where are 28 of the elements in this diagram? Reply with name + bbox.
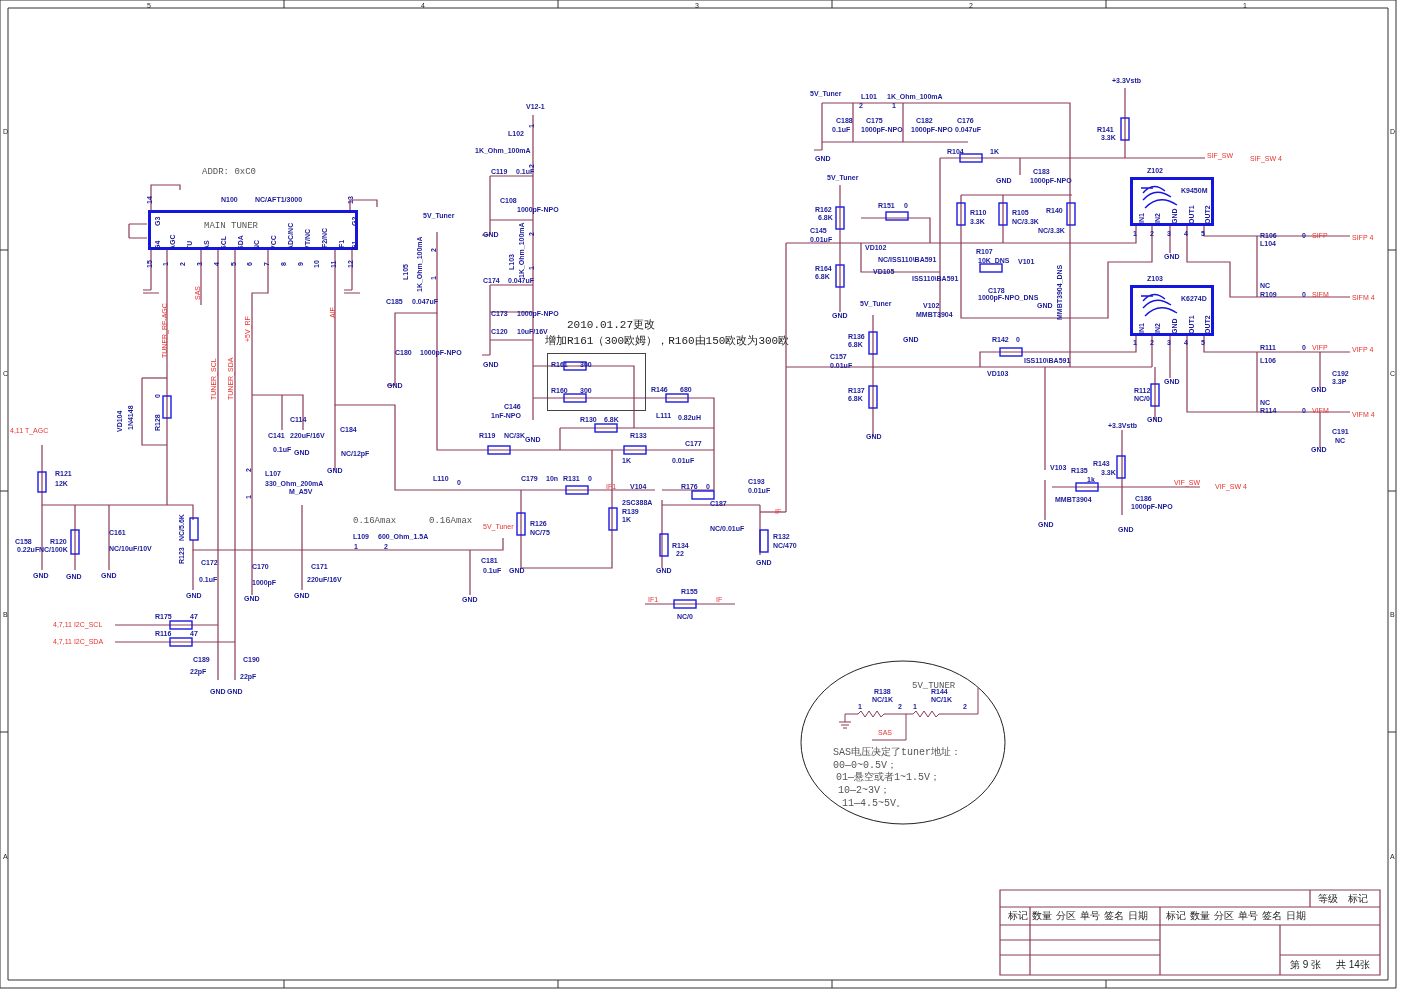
title-block-cell: 标记 xyxy=(1166,911,1186,921)
title-block-cell: 单号 xyxy=(1238,911,1258,921)
title-block-cell: 标记 xyxy=(1348,894,1368,904)
note-text: ADDR: 0xC0 xyxy=(202,168,256,177)
note-text: 00—0~0.5V； xyxy=(833,761,897,771)
title-block-cell: 标记 xyxy=(1008,911,1028,921)
revision-frame xyxy=(547,353,646,411)
module-title: MAIN TUNER xyxy=(204,222,258,231)
note-text: 0.16Amax xyxy=(353,517,397,526)
title-block-cell: 分区 xyxy=(1214,911,1234,921)
title-block-cell: 日期 xyxy=(1128,911,1148,921)
title-block-cell: 日期 xyxy=(1286,911,1306,921)
title-block-cell: 分区 xyxy=(1056,911,1076,921)
title-block-cell: 共 14张 xyxy=(1336,960,1370,970)
note-text: 10—2~3V； xyxy=(838,786,890,796)
note-text: 01—悬空或者1~1.5V； xyxy=(836,773,940,783)
title-block-cell: 签名 xyxy=(1262,911,1282,921)
note-text: 0.16Amax xyxy=(429,517,473,526)
note-ellipse xyxy=(800,660,1006,825)
title-block-cell: 第 9 张 xyxy=(1290,960,1322,970)
note-text: SAS电压决定了tuner地址： xyxy=(833,748,961,758)
title-block-cell: 数量 xyxy=(1190,911,1210,921)
note-text: 11—4.5~5V。 xyxy=(842,799,906,809)
title-block-cell: 单号 xyxy=(1080,911,1100,921)
title-block-cell: 数量 xyxy=(1032,911,1052,921)
label-text: 2010.01.27更改 xyxy=(567,320,655,331)
title-block-cell: 等级 xyxy=(1318,894,1338,904)
title-block-cell: 签名 xyxy=(1104,911,1124,921)
